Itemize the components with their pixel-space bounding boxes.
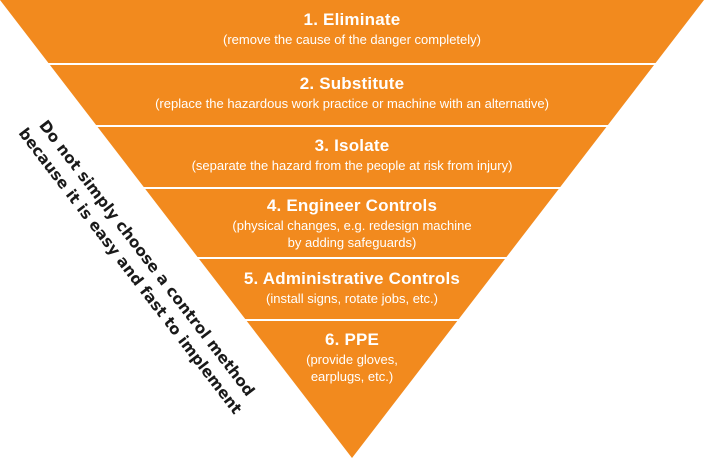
level-title: 6. PPE [324, 330, 380, 349]
level-description: (separate the hazard from the people at … [191, 158, 513, 173]
level-description: (physical changes, e.g. redesign machine… [232, 218, 472, 250]
level-description: (provide gloves, earplugs, etc.) [306, 352, 398, 384]
level-administrative-controls: 5. Administrative Controls (install sign… [0, 268, 704, 307]
level-substitute: 2. Substitute (replace the hazardous wor… [0, 73, 704, 112]
level-engineer-controls: 4. Engineer Controls (physical changes, … [0, 195, 704, 251]
level-description: (install signs, rotate jobs, etc.) [266, 291, 438, 306]
level-title: 4. Engineer Controls [266, 196, 438, 215]
level-description: (remove the cause of the danger complete… [223, 32, 481, 47]
level-description: (replace the hazardous work practice or … [155, 96, 549, 111]
level-title: 2. Substitute [299, 74, 405, 93]
level-title: 5. Administrative Controls [243, 269, 461, 288]
level-ppe: 6. PPE (provide gloves, earplugs, etc.) [0, 329, 704, 385]
level-title: 3. Isolate [314, 136, 390, 155]
level-isolate: 3. Isolate (separate the hazard from the… [0, 135, 704, 174]
level-eliminate: 1. Eliminate (remove the cause of the da… [0, 9, 704, 48]
level-title: 1. Eliminate [303, 10, 401, 29]
